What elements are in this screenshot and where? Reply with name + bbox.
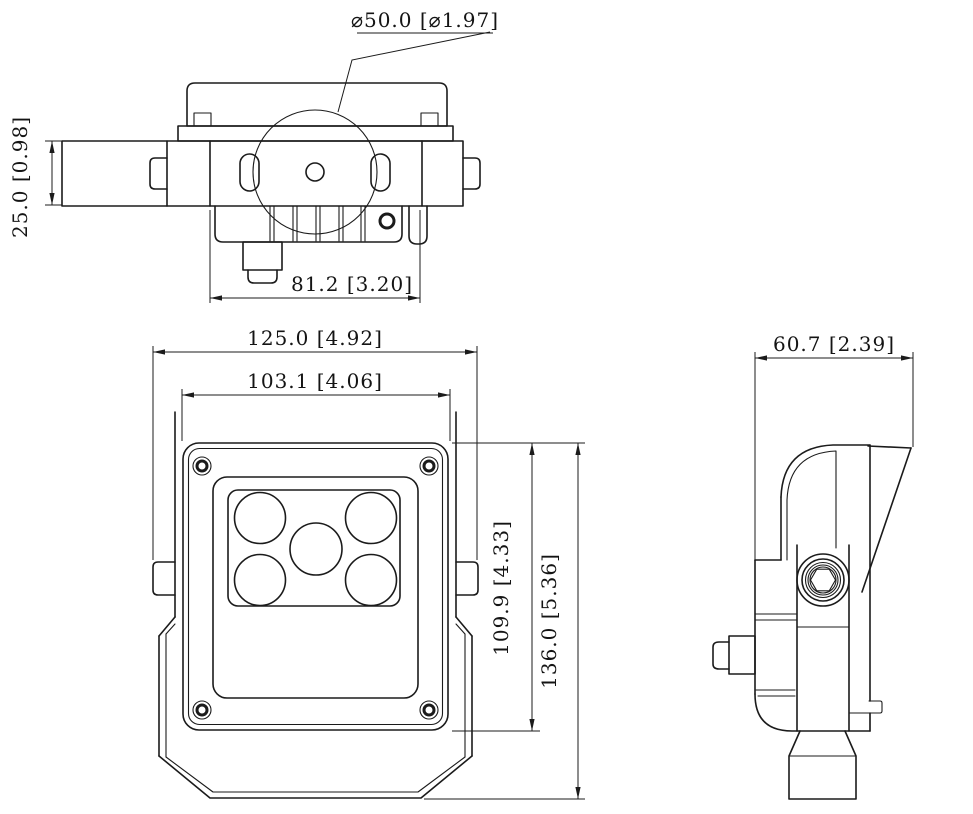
dim-rear-body-width: 81.2 [3.20]	[209, 210, 421, 303]
dim-label-overall-height: 136.0 [5.36]	[537, 553, 561, 689]
bracket-crossbar	[61, 140, 464, 207]
center-hole	[305, 162, 325, 182]
dim-body-height: 109.9 [4.33]	[452, 442, 585, 732]
bracket-arm-left	[158, 411, 176, 758]
cable-gland-tip-side	[712, 641, 730, 670]
side-view: 60.7 [2.39]	[712, 332, 914, 800]
led-windows	[233, 491, 398, 607]
dim-label-rear-body-width: 81.2 [3.20]	[291, 272, 413, 296]
dim-overall-depth: 60.7 [2.39]	[754, 332, 914, 560]
lid-latch-left	[193, 112, 212, 127]
pivot-boss	[796, 553, 850, 607]
bracket-arm-right	[455, 411, 473, 758]
bracket-foot	[788, 730, 857, 800]
dim-overall-height: 136.0 [5.36]	[424, 443, 585, 800]
dim-label-body-width: 103.1 [4.06]	[247, 369, 383, 393]
clamp-slot-left	[239, 153, 260, 192]
corner-screws	[192, 456, 439, 720]
rear-clip-hook	[408, 205, 428, 245]
side-bracket	[796, 445, 912, 732]
dim-arm-width: 25.0 [0.98]	[8, 116, 62, 238]
dim-detail-circle: ⌀50.0 [⌀1.97]	[337, 8, 499, 113]
led-panel	[227, 489, 401, 607]
dim-overall-width: 125.0 [4.92]	[152, 326, 478, 560]
cable-gland-side	[728, 635, 756, 675]
lamp-flange	[177, 125, 454, 142]
bracket-knob-left	[149, 157, 168, 190]
body-outline	[182, 442, 449, 731]
dim-label-body-height: 109.9 [4.33]	[489, 520, 513, 656]
dim-body-width: 103.1 [4.06]	[181, 369, 451, 441]
heatsink-fins	[269, 205, 366, 242]
bracket-plate-bottom	[158, 755, 473, 799]
dim-label-overall-width: 125.0 [4.92]	[247, 326, 383, 350]
front-view: 125.0 [4.92] 103.1 [4.06] 109.9 [4.33] 1…	[152, 326, 585, 800]
lid-latch-right	[420, 112, 439, 127]
bracket-knob-front-left	[152, 561, 176, 596]
hex-socket	[809, 568, 837, 592]
dim-label-detail-circle: ⌀50.0 [⌀1.97]	[351, 8, 499, 32]
bracket-knob-right	[462, 157, 481, 190]
heatsink-block	[214, 205, 403, 243]
top-view: ⌀50.0 [⌀1.97] 25.0 [0.98] 81.2 [3.20]	[8, 8, 499, 303]
clamp-slot-right	[370, 153, 391, 192]
lamp-lid-outline	[186, 82, 448, 127]
dim-label-arm-width: 25.0 [0.98]	[8, 116, 32, 238]
cable-gland-top	[242, 241, 283, 271]
front-bezel	[212, 476, 419, 699]
cable-gland-tip-top	[247, 269, 278, 284]
crossbar-dividers	[166, 140, 423, 207]
body-inner-line	[187, 447, 444, 726]
indicator-hole	[378, 212, 396, 230]
detail-callout-circle	[252, 109, 378, 235]
side-clip	[848, 700, 883, 714]
pivot-hex-screw	[801, 558, 845, 602]
bracket-knob-front-right	[455, 561, 479, 596]
dim-label-overall-depth: 60.7 [2.39]	[773, 332, 895, 356]
